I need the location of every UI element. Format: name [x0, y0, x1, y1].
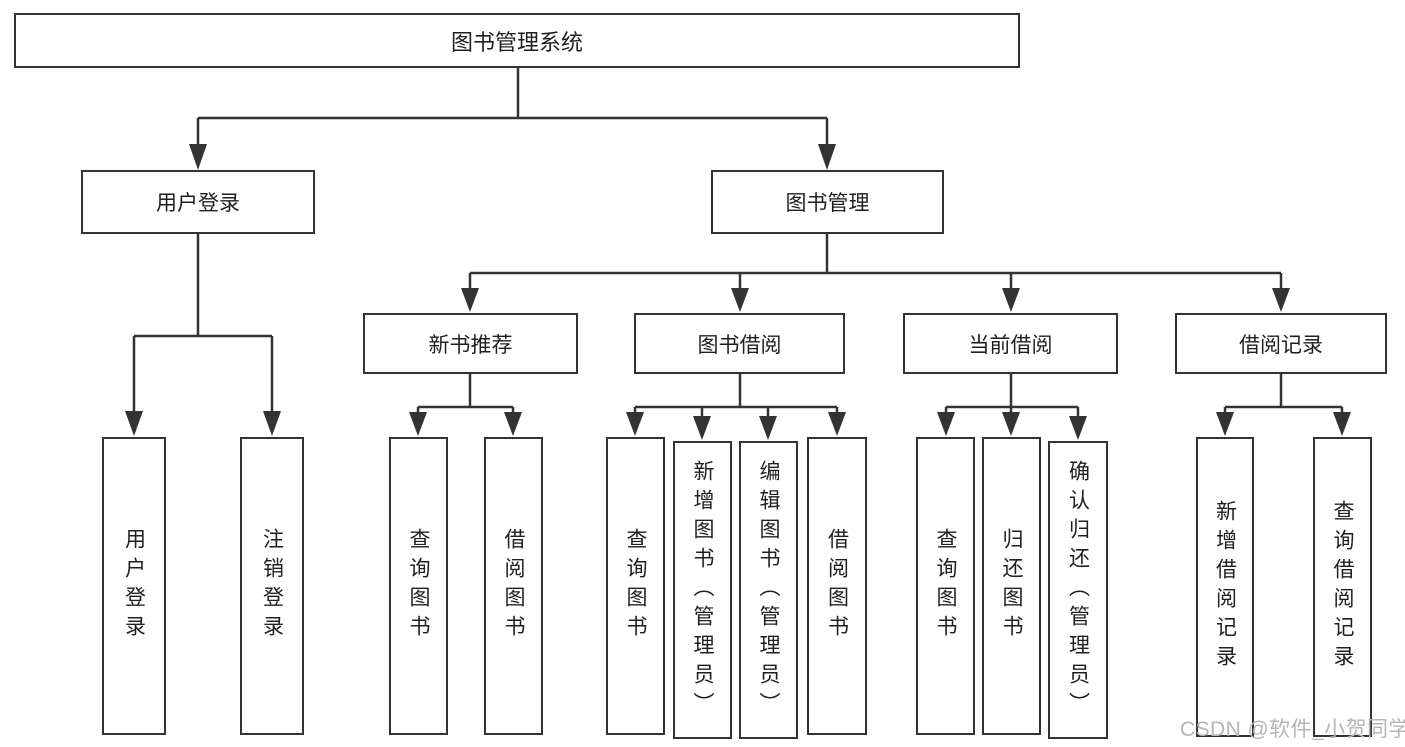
node-leaf-borrow-book-2: 借阅图书 — [807, 437, 867, 735]
node-root: 图书管理系统 — [14, 13, 1020, 68]
node-leaf-user-login-label: 用户登录 — [122, 528, 146, 644]
node-root-label: 图书管理系统 — [450, 29, 583, 55]
node-leaf-query-book-2-label: 查询图书 — [624, 528, 647, 644]
node-leaf-query-book-3: 查询图书 — [916, 437, 975, 735]
node-leaf-borrow-book-2-label: 借阅图书 — [825, 528, 849, 644]
node-leaf-add-book-admin: 新增图书（管理员） — [673, 441, 732, 739]
node-leaf-user-login: 用户登录 — [102, 437, 166, 735]
node-borrow-record-label: 借阅记录 — [1239, 333, 1323, 357]
node-leaf-logout: 注销登录 — [240, 437, 304, 735]
node-book-management: 图书管理 — [711, 170, 944, 234]
node-current-borrow-label: 当前借阅 — [968, 333, 1053, 357]
node-leaf-edit-book-admin-label: 编辑图书（管理员） — [757, 459, 780, 721]
node-new-book-recommend-label: 新书推荐 — [428, 333, 513, 357]
node-leaf-return-book: 归还图书 — [982, 437, 1041, 735]
node-leaf-query-book-2: 查询图书 — [606, 437, 665, 735]
node-leaf-add-book-admin-label: 新增图书（管理员） — [691, 459, 714, 721]
node-leaf-add-borrow-record: 新增借阅记录 — [1196, 437, 1254, 737]
node-new-book-recommend: 新书推荐 — [363, 313, 578, 374]
node-leaf-confirm-return-admin-label: 确认归还（管理员） — [1066, 459, 1090, 721]
node-user-login-label: 用户登录 — [156, 192, 240, 215]
node-leaf-return-book-label: 归还图书 — [1000, 528, 1023, 644]
node-leaf-edit-book-admin: 编辑图书（管理员） — [739, 441, 798, 739]
node-leaf-add-borrow-record-label: 新增借阅记录 — [1213, 500, 1237, 674]
csdn-watermark: CSDN @软件_小贺同学 — [1180, 718, 1405, 741]
node-book-management-label: 图书管理 — [785, 192, 870, 215]
node-borrow-record: 借阅记录 — [1175, 313, 1387, 374]
node-current-borrow: 当前借阅 — [903, 313, 1118, 374]
node-book-borrow-label: 图书借阅 — [697, 333, 782, 357]
node-user-login: 用户登录 — [81, 170, 315, 234]
node-leaf-query-book-1-label: 查询图书 — [407, 528, 430, 644]
node-leaf-logout-label: 注销登录 — [260, 528, 284, 644]
node-leaf-borrow-book-1: 借阅图书 — [484, 437, 543, 735]
node-leaf-query-book-3-label: 查询图书 — [934, 528, 957, 644]
node-book-borrow: 图书借阅 — [634, 313, 845, 374]
node-leaf-query-borrow-record: 查询借阅记录 — [1313, 437, 1372, 737]
node-leaf-query-borrow-record-label: 查询借阅记录 — [1331, 500, 1354, 674]
node-leaf-query-book-1: 查询图书 — [389, 437, 448, 735]
node-leaf-confirm-return-admin: 确认归还（管理员） — [1048, 441, 1108, 739]
node-leaf-borrow-book-1-label: 借阅图书 — [502, 528, 525, 644]
